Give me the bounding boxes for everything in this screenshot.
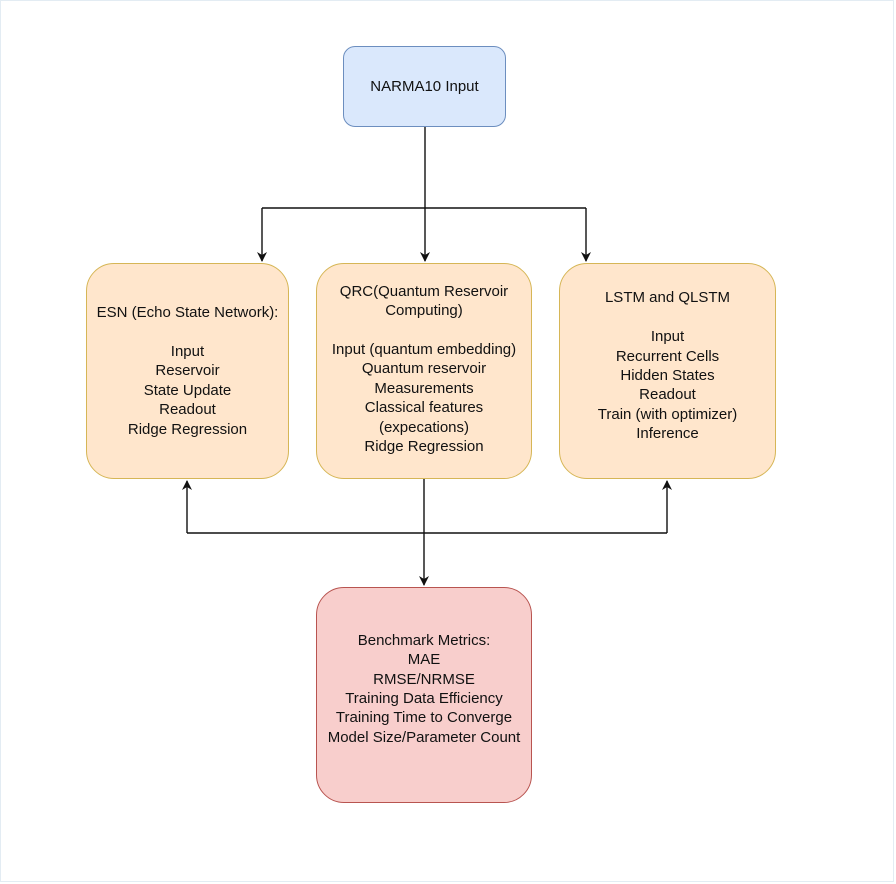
metrics-item: MAE: [407, 651, 441, 669]
esn-item: Input: [170, 342, 205, 360]
lstm-item: Readout: [639, 386, 696, 404]
esn-title: ESN (Echo State Network):: [96, 304, 279, 322]
narma10-input-node: NARMA10 Input: [343, 46, 506, 127]
lstm-item: Input: [650, 328, 685, 346]
qrc-item: Classical features: [364, 399, 484, 417]
lstm-item: Inference: [636, 425, 699, 443]
qrc-item: (expecations): [378, 418, 470, 436]
benchmark-metrics-node: Benchmark Metrics: MAE RMSE/NRMSE Traini…: [316, 587, 532, 803]
esn-node: ESN (Echo State Network): Input Reservoi…: [86, 263, 289, 479]
input-node-label: NARMA10 Input: [370, 77, 479, 95]
esn-item: State Update: [143, 381, 232, 399]
qrc-item: Ridge Regression: [364, 437, 484, 455]
metrics-title: Benchmark Metrics:: [357, 631, 491, 649]
qrc-node: QRC(Quantum Reservoir Computing) Input (…: [316, 263, 532, 479]
esn-item: Ridge Regression: [127, 420, 248, 438]
metrics-item: Training Data Efficiency: [345, 690, 503, 707]
qrc-title-line: QRC(Quantum Reservoir: [339, 282, 509, 300]
lstm-item: Hidden States: [620, 366, 715, 384]
qrc-item: Quantum reservoir: [361, 360, 487, 378]
lstm-item: Recurrent Cells: [615, 347, 720, 365]
metrics-item: Training Time to Converge: [335, 709, 513, 727]
lstm-title: LSTM and QLSTM: [604, 289, 731, 307]
qrc-item: Input (quantum embedding): [331, 340, 517, 358]
lstm-item: Train (with optimizer): [597, 405, 738, 423]
lstm-qlstm-node: LSTM and QLSTM Input Recurrent Cells Hid…: [559, 263, 776, 479]
esn-item: Reservoir: [155, 362, 220, 380]
qrc-title-line: Computing): [385, 302, 463, 320]
metrics-item: RMSE/NRMSE: [373, 670, 475, 688]
metrics-item: Model Size/Parameter Count: [327, 728, 521, 746]
esn-item: Readout: [159, 401, 216, 419]
qrc-item: Measurements: [374, 379, 474, 397]
